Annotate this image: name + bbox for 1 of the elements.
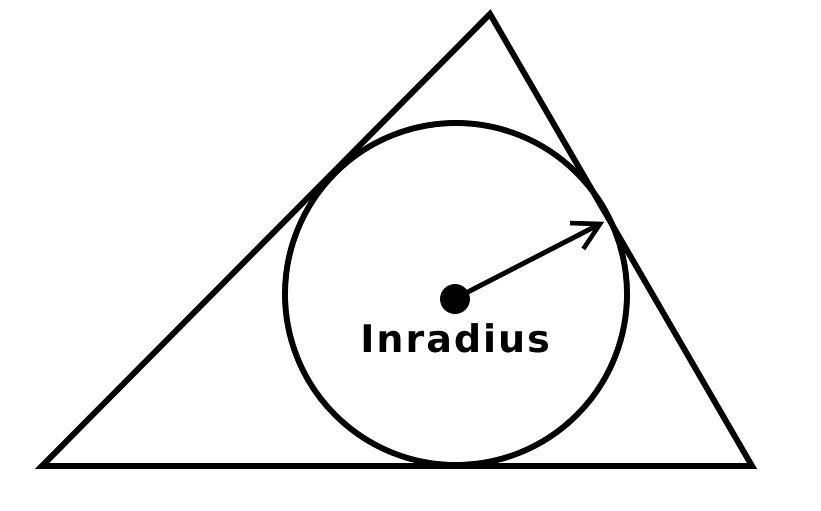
radius-label: Inradius bbox=[360, 320, 552, 358]
